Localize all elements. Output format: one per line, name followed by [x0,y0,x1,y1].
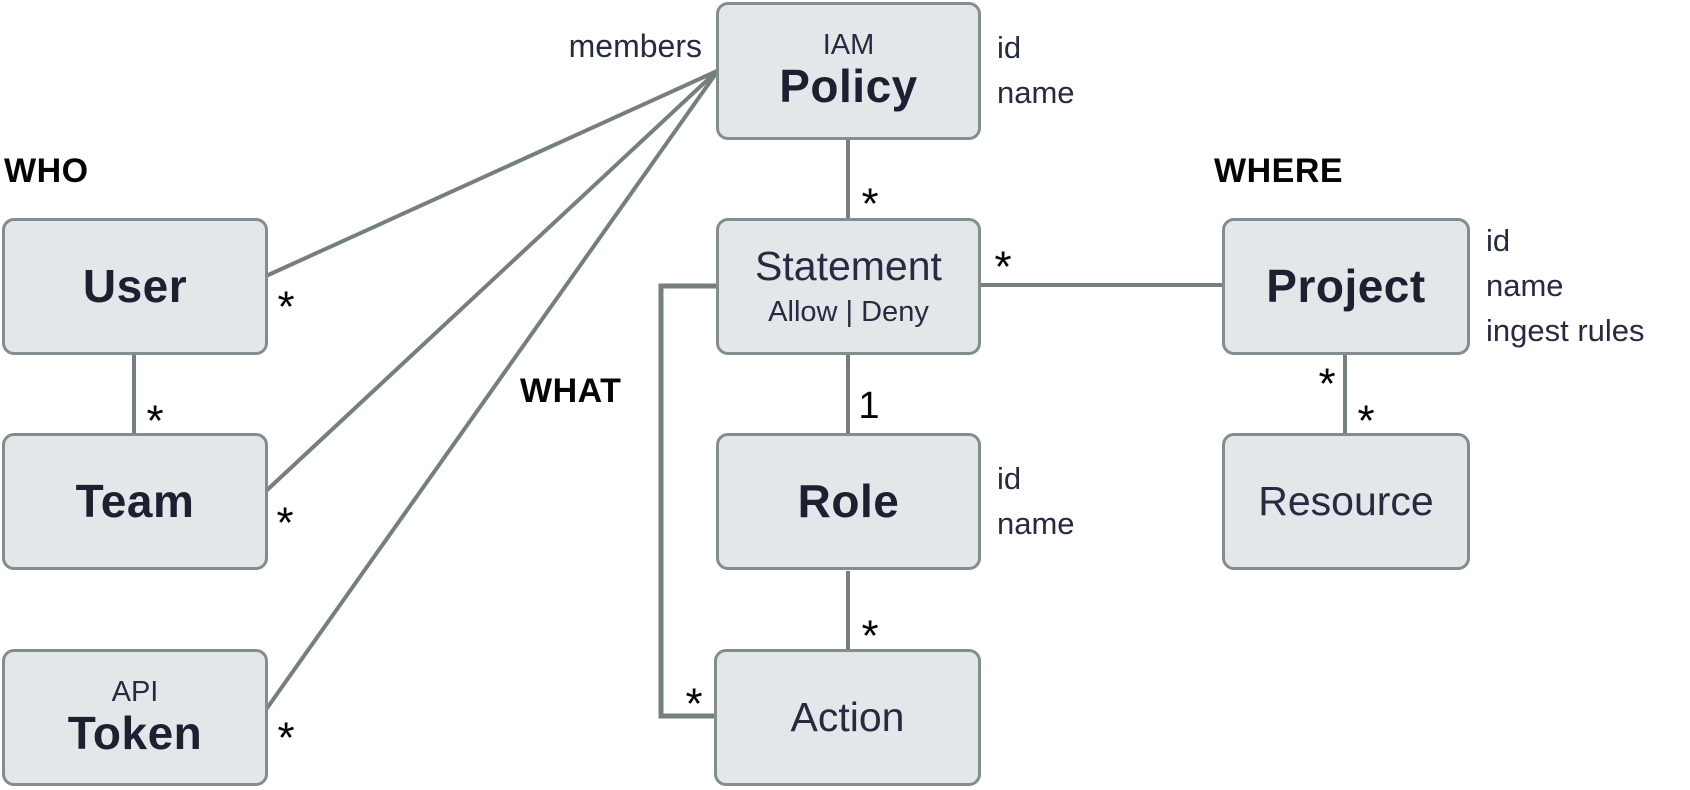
section-label-who: WHO [4,152,89,190]
cardinality-user-team: * [146,396,164,446]
edge-policy-user [265,69,718,278]
edge-policy-team [264,69,719,493]
entity-team-title: Team [75,474,195,527]
attribute: name [997,75,1075,110]
edge-statement-action [658,283,716,719]
entity-statement-subtitle: Allow | Deny [768,296,929,329]
cardinality-user-policy: * [277,282,295,332]
cardinality-project-resource-parent: * [1318,359,1336,409]
entity-project: Project [1222,218,1470,355]
entity-statement: Statement Allow | Deny [716,218,981,355]
entity-project-title: Project [1266,259,1426,312]
entity-user-title: User [82,259,188,312]
entity-policy-kicker: IAM [822,29,875,61]
attribute: name [997,505,1075,541]
entity-token-title: Token [67,706,203,759]
attribute: id [1486,223,1511,259]
section-label-what: WHAT [520,372,622,410]
cardinality-statement-project: * [994,242,1012,292]
entity-token-kicker: API [111,675,159,708]
cardinality-token-policy: * [277,713,295,763]
attribute: id [997,460,1022,496]
entity-action: Action [714,649,981,786]
entity-resource: Resource [1222,433,1470,570]
entity-policy-title: Policy [779,60,918,113]
entity-project-attributes: id name ingest rules [1486,218,1645,355]
attribute: ingest rules [1486,312,1645,348]
entity-policy-attributes: id name [997,2,1075,140]
entity-user: User [2,218,268,355]
cardinality-project-resource-child: * [1357,396,1375,446]
edge-policy-token [263,70,719,713]
entity-team: Team [2,433,268,570]
entity-action-title: Action [790,693,905,740]
entity-policy: IAM Policy [716,2,981,140]
cardinality-role-action: * [861,611,879,661]
entity-statement-title: Statement [755,243,942,290]
entity-resource-title: Resource [1258,477,1434,524]
cardinality-statement-action: * [685,679,703,729]
entity-role-title: Role [797,474,900,527]
entity-role: Role [716,433,981,570]
section-label-where: WHERE [1214,152,1344,190]
entity-role-attributes: id name [997,433,1075,570]
attribute: name [1486,268,1564,304]
cardinality-team-policy: * [276,498,294,548]
attribute: id [997,30,1022,66]
entity-token: API Token [2,649,268,786]
cardinality-statement-role: 1 [858,385,880,427]
cardinality-policy-statement: * [861,179,879,229]
edge-label-members: members [568,28,702,64]
